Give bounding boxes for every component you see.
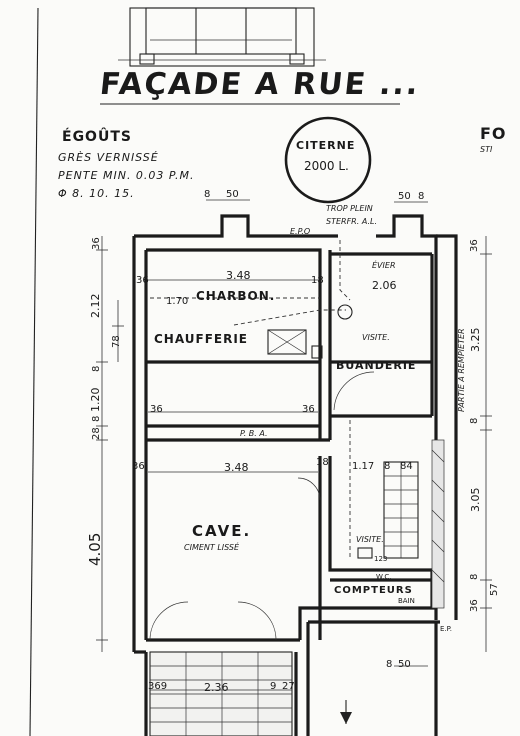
left-dimension-chain (96, 236, 124, 652)
outer-walls (132, 214, 458, 654)
sewer-line-1: GRÈS VERNISSÉ (58, 151, 159, 164)
boiler-unit (267, 329, 307, 355)
note-bain: BAIN (398, 597, 415, 605)
corner-fragment-sub: STI (480, 145, 493, 154)
room-compteurs: COMPTEURS (334, 585, 413, 596)
drawing-title: FAÇADE A RUE ... (98, 67, 422, 102)
dim-right-36: 36 (469, 239, 480, 252)
dim-bottom-8: 8 (386, 659, 393, 670)
pipe-line (339, 240, 351, 301)
dim-left-212: 2.12 (89, 293, 102, 319)
dim-right-8: 8 (469, 417, 480, 424)
door-swing-buanderie (333, 371, 375, 411)
note-overflow-2: STERFR. A.L. (326, 217, 377, 226)
dim-stair-84: 84 (400, 461, 413, 472)
section-arrow-head (340, 712, 352, 724)
facade-window (118, 7, 326, 67)
dim-bottom-50: 50 (398, 659, 411, 670)
dim-left-36: 36 (91, 237, 102, 250)
dim-left-120: 1.20 (89, 387, 102, 413)
room-charbon: CHARBON. (196, 289, 276, 303)
dim-buanderie-width: 2.06 (372, 279, 397, 292)
note-visite-1: VISITE. (362, 333, 390, 342)
dim-top-right-8: 8 (418, 191, 425, 202)
room-cave: CAVE. (192, 522, 252, 540)
note-ep: E.P. (440, 625, 453, 633)
inspection-point-2 (357, 547, 373, 559)
dim-top-right-50: 50 (398, 191, 411, 202)
dim-mid-36a: 36 (150, 404, 163, 415)
dim-left-8b: 8 (91, 415, 102, 422)
corner-fragment-top: FO (480, 124, 507, 143)
dim-top-50: 50 (226, 189, 239, 200)
dim-right-57: 57 (489, 583, 500, 596)
note-overflow: TROP PLEIN (326, 204, 373, 213)
dim-bottom-369: 369 (148, 681, 168, 692)
sewer-line-3: Φ 8. 10. 15. (58, 187, 135, 200)
note-epo: E.P.O (290, 227, 311, 236)
dim-stair-117: 1.17 (352, 461, 375, 472)
dim-bottom-9: 9 (270, 681, 277, 692)
room-chaufferie: CHAUFFERIE (154, 332, 249, 346)
dim-left-78: 78 (111, 335, 122, 348)
note-wc: W.C. (376, 573, 392, 581)
door-swing-cave-right (237, 601, 277, 641)
pipe-line-2 (233, 309, 346, 326)
dim-right-325: 3.25 (469, 327, 482, 353)
note-evier: ÉVIER (372, 261, 396, 270)
interior-walls (146, 250, 434, 640)
dim-cave-width: 3.48 (224, 461, 249, 474)
chimney-box (311, 345, 323, 359)
sewer-heading: ÉGOÛTS (62, 129, 132, 145)
margin-line (29, 7, 39, 736)
dim-top-left: 8 (204, 189, 211, 200)
dim-charbon-18: 18 (311, 275, 324, 286)
dim-charbon-width: 3.48 (226, 269, 251, 282)
sewer-line-2: PENTE MIN. 0.03 P.M. (58, 169, 195, 182)
entrance-steps (144, 622, 438, 736)
cistern-capacity: 2000 L. (304, 159, 349, 173)
note-pba: P. B. A. (240, 429, 268, 438)
dim-stair-8: 8 (384, 461, 391, 472)
staircase (383, 439, 445, 609)
dim-cave-36: 36 (132, 461, 145, 472)
dim-right-305: 3.05 (469, 487, 482, 513)
note-partie: PARTIE A REMPIÉTER (457, 328, 466, 412)
dim-bottom-27: 27 (282, 681, 295, 692)
cistern-label: CITERNE (296, 139, 356, 152)
dim-right-36b: 36 (469, 599, 480, 612)
dim-left-405: 4.05 (86, 532, 104, 566)
door-swing-stair (297, 477, 321, 501)
dim-charbon-36: 36 (136, 275, 149, 286)
inspection-point-1 (337, 304, 353, 320)
dim-mid-36b: 36 (302, 404, 315, 415)
note-visite-2: VISITE. (356, 535, 384, 544)
right-dimension-chain (480, 236, 492, 652)
dim-right-8b: 8 (469, 573, 480, 580)
cistern-circle (284, 116, 372, 204)
door-swing-cave-left (149, 601, 189, 641)
dim-cave-18: 18 (316, 457, 329, 468)
dim-bottom-236: 2.36 (204, 681, 229, 694)
dim-inner-170: 1.70 (166, 296, 189, 307)
note-ciment: CIMENT LISSÉ (184, 543, 240, 552)
dim-left-8a: 8 (91, 365, 102, 372)
dim-stair-123: 123 (374, 555, 388, 563)
room-buanderie: BUANDERIE (336, 359, 417, 372)
dim-left-28: 28 (91, 427, 102, 440)
